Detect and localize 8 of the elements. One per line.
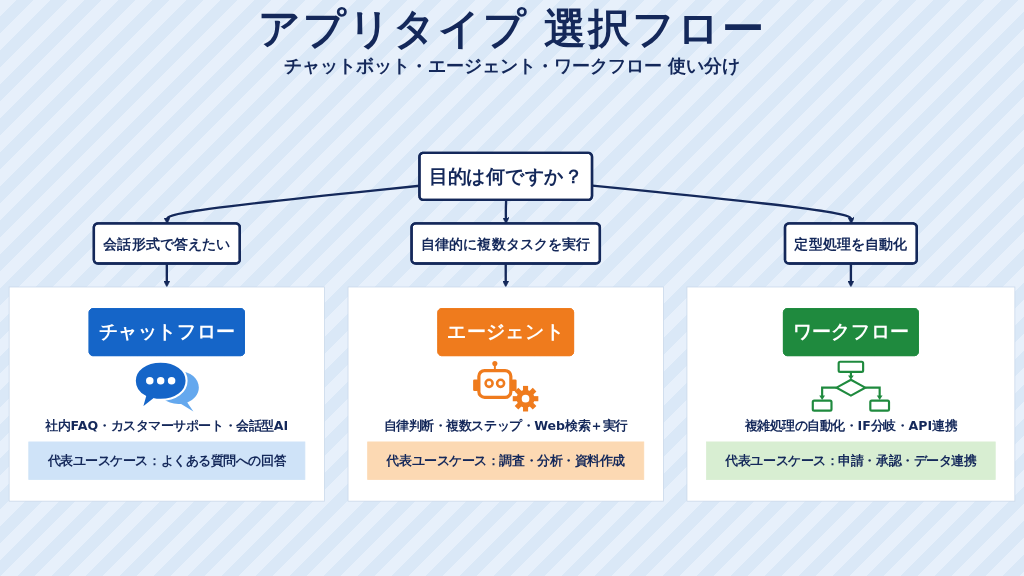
node-box: 代表ユースケース：申請・承認・データ連携 — [706, 441, 996, 480]
arrow — [163, 263, 171, 288]
subtitle: チャットボット・エージェント・ワークフロー 使い分け — [283, 54, 741, 78]
title: アプリタイプ 選択フロー — [257, 4, 767, 54]
arrow — [847, 263, 855, 288]
arrow — [502, 263, 510, 288]
node-box: 代表ユースケース：調査・分析・資料作成 — [367, 441, 645, 480]
node-box: 代表ユースケース：よくある質問への回答 — [28, 441, 306, 480]
